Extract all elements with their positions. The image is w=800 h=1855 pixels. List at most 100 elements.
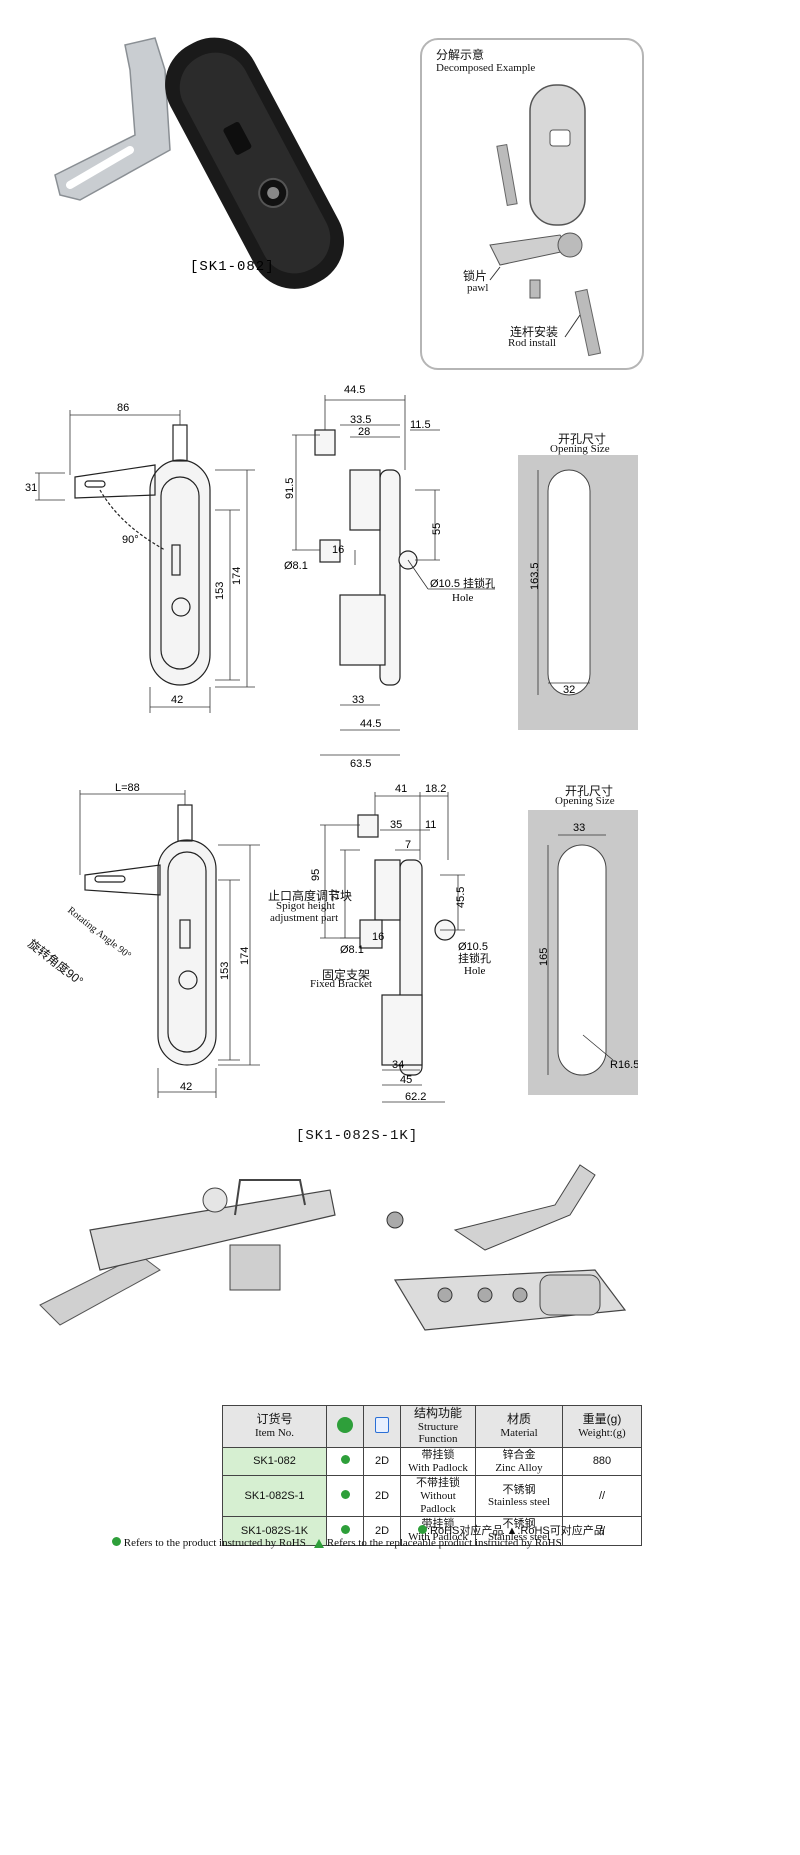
dim-77: 77 bbox=[330, 889, 342, 901]
black-handle-body bbox=[165, 37, 345, 289]
rohs-dot-icon bbox=[340, 1524, 350, 1534]
opening-title-en-1: Opening Size bbox=[550, 443, 610, 455]
header-weight: 重量(g)Weight:(g) bbox=[562, 1404, 642, 1449]
hole-en-b: Hole bbox=[464, 965, 486, 977]
bracket-label-en: Fixed Bracket bbox=[310, 978, 373, 990]
dim-62-2: 62.2 bbox=[405, 1091, 426, 1103]
dim-16-b: 16 bbox=[372, 931, 384, 943]
dim-163-5: 163.5 bbox=[529, 562, 541, 590]
decomposed-title-en: Decomposed Example bbox=[436, 62, 536, 74]
decomposed-illustration bbox=[489, 84, 602, 357]
rohs-dot-icon bbox=[418, 1525, 427, 1534]
dim-33: 33 bbox=[352, 694, 364, 706]
drawing-1-side-view: 44.5 33.5 28 11.5 91.5 55 16 Ø8.1 Ø10.5 … bbox=[284, 384, 495, 770]
legend-en: Refers to the product instructed by RoHS… bbox=[112, 1537, 562, 1549]
cell-weight: // bbox=[562, 1475, 642, 1518]
dim-44-5-top: 44.5 bbox=[344, 384, 365, 396]
cell-cad: 2D bbox=[363, 1447, 401, 1477]
dim-33-b: 33 bbox=[573, 822, 585, 834]
hole-label-cn: Ø10.5 挂锁孔 bbox=[430, 576, 495, 590]
decomposed-panel bbox=[420, 38, 644, 370]
dim-45-5: 45.5 bbox=[455, 887, 467, 908]
header-cad bbox=[363, 1404, 401, 1449]
cell-weight: 880 bbox=[562, 1447, 642, 1477]
dim-7: 7 bbox=[405, 839, 411, 851]
cell-rohs bbox=[326, 1475, 364, 1518]
pawl-metal-bracket bbox=[54, 37, 171, 201]
dim-44-5-bottom: 44.5 bbox=[360, 718, 381, 730]
caption-sk1-082: [SK1-082] bbox=[190, 259, 275, 275]
dim-16: 16 bbox=[332, 544, 344, 556]
dim-63-5: 63.5 bbox=[350, 758, 371, 770]
dim-95: 95 bbox=[310, 869, 322, 881]
opening-size-2: 33 165 R16.5 bbox=[528, 810, 638, 1095]
dim-r16-5: R16.5 bbox=[610, 1059, 638, 1071]
bracket-label-cn: 固定支架 bbox=[322, 968, 371, 982]
cell-rohs bbox=[326, 1447, 364, 1477]
product-photo-sk1-082: [SK1-082] bbox=[54, 37, 345, 289]
dim-45: 45 bbox=[400, 1074, 412, 1086]
rohs-dot-icon bbox=[340, 1490, 350, 1499]
dim-11-5: 11.5 bbox=[410, 419, 431, 431]
spigot-label-cn: 止口高度调节块 bbox=[268, 889, 353, 903]
pawl-label-en: pawl bbox=[467, 282, 489, 294]
dim-34: 34 bbox=[392, 1059, 404, 1071]
dim-11: 11 bbox=[425, 819, 436, 831]
dim-8-1-b: Ø8.1 bbox=[340, 944, 364, 956]
drawing-2-front-view: L=88 153 174 42 bbox=[79, 782, 260, 1098]
render-3d-right bbox=[386, 1164, 627, 1331]
cell-cad: 2D bbox=[363, 1475, 401, 1518]
render-3d-left bbox=[39, 1179, 336, 1326]
cell-item: SK1-082 bbox=[222, 1447, 327, 1477]
pawl-label-cn: 锁片 bbox=[463, 269, 488, 283]
hole-label-en: Hole bbox=[452, 592, 474, 604]
exploded-rod-bottom bbox=[574, 288, 602, 357]
dim-18-2: 18.2 bbox=[425, 783, 446, 795]
drawing-2-side-view: 41 18.2 35 11 7 95 77 45.5 16 Ø8.1 Ø10.5… bbox=[310, 783, 491, 1103]
dim-153: 153 bbox=[214, 582, 226, 600]
spigot-label-en-1: Spigot height bbox=[276, 900, 335, 912]
hole-d-b: Ø10.5 bbox=[458, 941, 488, 953]
cad-icon bbox=[375, 1416, 389, 1433]
cell-rohs bbox=[326, 1516, 364, 1546]
triangle-icon bbox=[314, 1538, 325, 1548]
dim-L88: L=88 bbox=[115, 782, 140, 794]
opening-title-en-2: Opening Size bbox=[555, 795, 615, 807]
opening-title-cn-1: 开孔尺寸 bbox=[558, 432, 607, 446]
exploded-screw bbox=[529, 279, 541, 299]
spigot-label-en-2: adjustment part bbox=[270, 912, 339, 924]
dim-153-b: 153 bbox=[219, 962, 231, 980]
legend-cn: :RoHS对应产品 ▲:RoHS可对应产品 bbox=[418, 1522, 605, 1538]
drawing-1-front-view: 86 31 90° 153 174 42 bbox=[25, 402, 255, 713]
dim-42: 42 bbox=[171, 694, 183, 706]
decomposed-title-cn: 分解示意 bbox=[436, 48, 485, 62]
dim-165: 165 bbox=[538, 948, 550, 966]
dim-31: 31 bbox=[25, 482, 37, 494]
rod-label-cn: 连杆安装 bbox=[510, 325, 559, 339]
dim-174-b: 174 bbox=[239, 947, 251, 965]
cell-weight: // bbox=[562, 1516, 642, 1546]
dim-32: 32 bbox=[563, 684, 575, 696]
dim-28: 28 bbox=[358, 426, 370, 438]
rod-label-en: Rod install bbox=[508, 337, 556, 349]
exploded-handle bbox=[529, 84, 586, 226]
header-rohs bbox=[326, 1404, 364, 1449]
opening-title-cn-2: 开孔尺寸 bbox=[565, 784, 614, 798]
dim-174: 174 bbox=[231, 567, 243, 585]
rohs-icon bbox=[337, 1416, 353, 1433]
rohs-dot-icon bbox=[340, 1455, 350, 1465]
hole-cn-b: 挂锁孔 bbox=[458, 951, 491, 965]
dim-86: 86 bbox=[117, 402, 129, 414]
